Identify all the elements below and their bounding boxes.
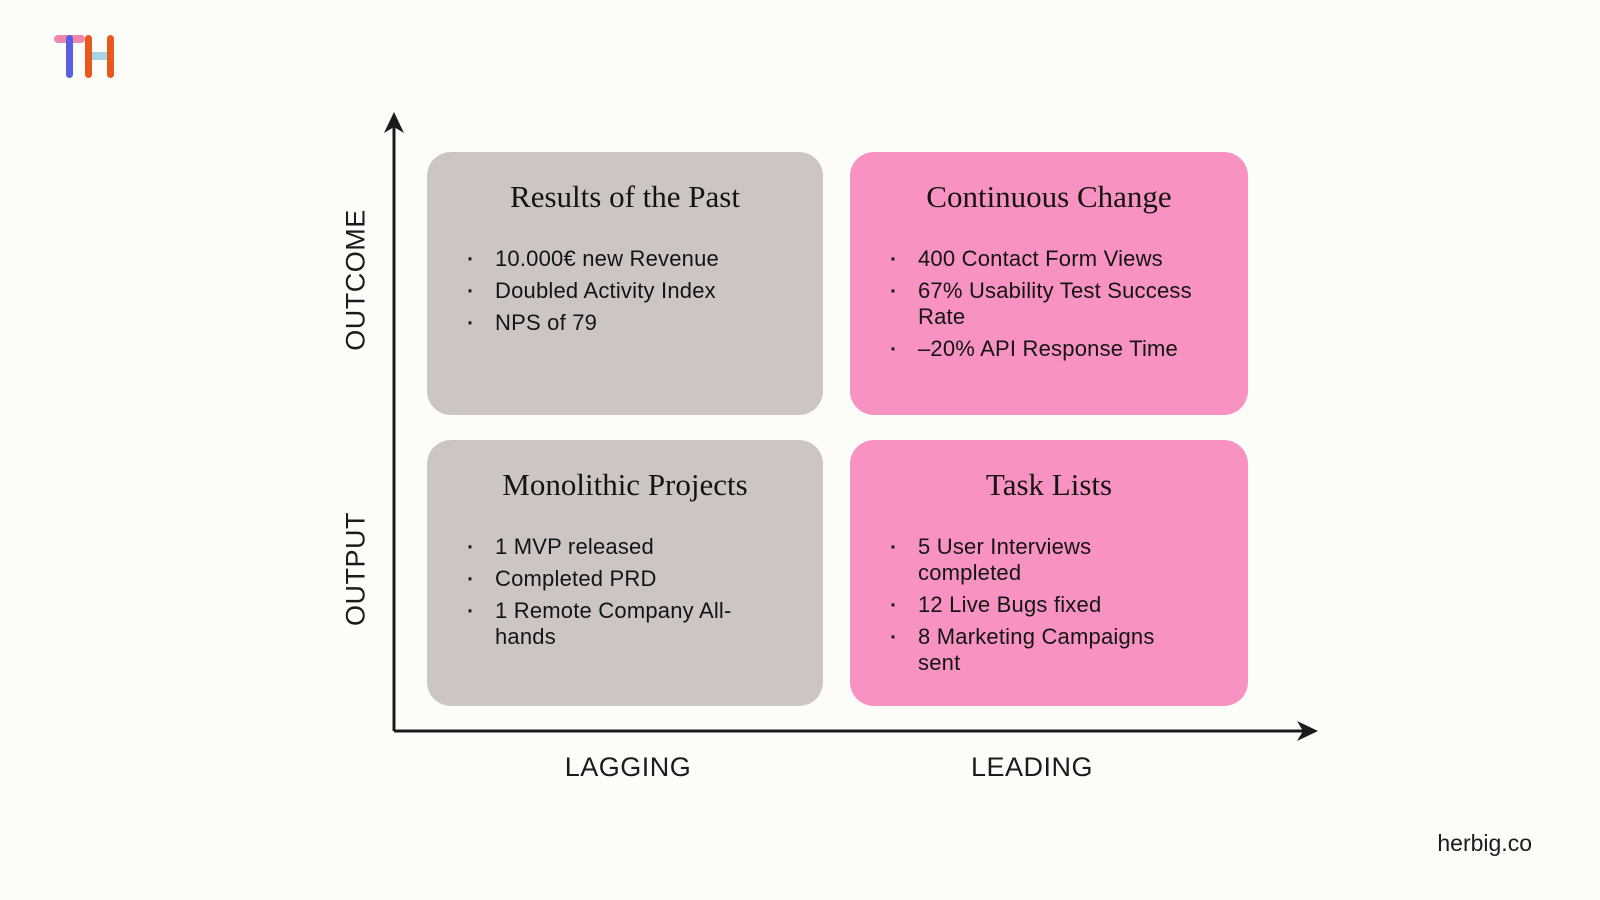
bullet-dot-icon: · — [888, 331, 898, 364]
list-item-text: NPS of 79 — [495, 310, 598, 335]
website-credit: herbig.co — [1437, 830, 1532, 856]
list-item: · 12 Live Bugs fixed — [888, 587, 1224, 620]
logo-h-left-bar — [85, 35, 92, 78]
list-item-text: 12 Live Bugs fixed — [918, 592, 1102, 617]
th-logo — [54, 32, 116, 85]
list-item: · 10.000€ new Revenue — [465, 241, 799, 274]
list-item: · –20% API Response Time — [888, 331, 1224, 364]
x-axis-label-lagging: LAGGING — [564, 752, 692, 782]
quadrant-continuous-change: Continuous Change · 400 Contact Form Vie… — [850, 152, 1248, 415]
list-item: · 67% Usability Test Success Rate — [888, 273, 1224, 330]
y-axis-label-outcome: OUTCOME — [340, 209, 371, 351]
x-axis-arrowhead-icon — [1297, 721, 1318, 741]
list-item: · 1 MVP released — [465, 529, 799, 562]
quadrant-item-list: · 10.000€ new Revenue · Doubled Activity… — [447, 241, 803, 338]
x-axis-label-leading: LEADING — [970, 752, 1094, 782]
logo-t-stem — [66, 35, 73, 78]
bullet-dot-icon: · — [888, 529, 898, 562]
y-axis-label-output: OUTPUT — [340, 512, 371, 626]
bullet-dot-icon: · — [465, 273, 475, 306]
list-item: · 5 User Interviews completed — [888, 529, 1224, 586]
list-item-text: –20% API Response Time — [918, 336, 1178, 361]
bullet-dot-icon: · — [465, 593, 475, 626]
quadrant-title: Monolithic Projects — [502, 467, 748, 502]
logo-h-crossbar — [86, 52, 113, 60]
list-item-text: 10.000€ new Revenue — [495, 246, 719, 271]
bullet-dot-icon: · — [465, 529, 475, 562]
bullet-dot-icon: · — [888, 619, 898, 652]
bullet-dot-icon: · — [888, 241, 898, 274]
list-item-text: Completed PRD — [495, 566, 657, 591]
quadrant-title: Task Lists — [985, 467, 1113, 502]
list-item-text: 400 Contact Form Views — [918, 246, 1163, 271]
logo-h-right-bar — [107, 35, 114, 78]
list-item: · Doubled Activity Index — [465, 273, 799, 306]
list-item: · Completed PRD — [465, 561, 799, 594]
list-item-text: Doubled Activity Index — [495, 278, 716, 303]
list-item: · NPS of 79 — [465, 305, 799, 338]
quadrant-item-list: · 5 User Interviews completed · 12 Live … — [870, 529, 1228, 676]
list-item-text: 8 Marketing Campaigns sent — [918, 624, 1155, 675]
bullet-dot-icon: · — [888, 273, 898, 306]
list-item-text: 67% Usability Test Success Rate — [918, 278, 1192, 329]
quadrant-item-list: · 1 MVP released · Completed PRD · 1 Rem… — [447, 529, 803, 650]
quadrant-title: Results of the Past — [510, 179, 740, 214]
list-item: · 8 Marketing Campaigns sent — [888, 619, 1224, 676]
list-item: · 400 Contact Form Views — [888, 241, 1224, 274]
bullet-dot-icon: · — [888, 587, 898, 620]
list-item: · 1 Remote Company All- hands — [465, 593, 799, 650]
quadrant-task-lists: Task Lists · 5 User Interviews completed… — [850, 440, 1248, 706]
quadrant-title: Continuous Change — [926, 179, 1172, 214]
list-item-text: 1 MVP released — [495, 534, 654, 559]
list-item-text: 5 User Interviews completed — [918, 534, 1092, 585]
bullet-dot-icon: · — [465, 241, 475, 274]
quadrant-results-of-the-past: Results of the Past · 10.000€ new Revenu… — [427, 152, 823, 415]
quadrant-monolithic-projects: Monolithic Projects · 1 MVP released · C… — [427, 440, 823, 706]
quadrant-item-list: · 400 Contact Form Views · 67% Usability… — [870, 241, 1228, 364]
bullet-dot-icon: · — [465, 305, 475, 338]
th-logo-icon — [54, 35, 114, 78]
y-axis-arrowhead-icon — [384, 112, 404, 133]
list-item-text: 1 Remote Company All- hands — [495, 598, 732, 649]
bullet-dot-icon: · — [465, 561, 475, 594]
